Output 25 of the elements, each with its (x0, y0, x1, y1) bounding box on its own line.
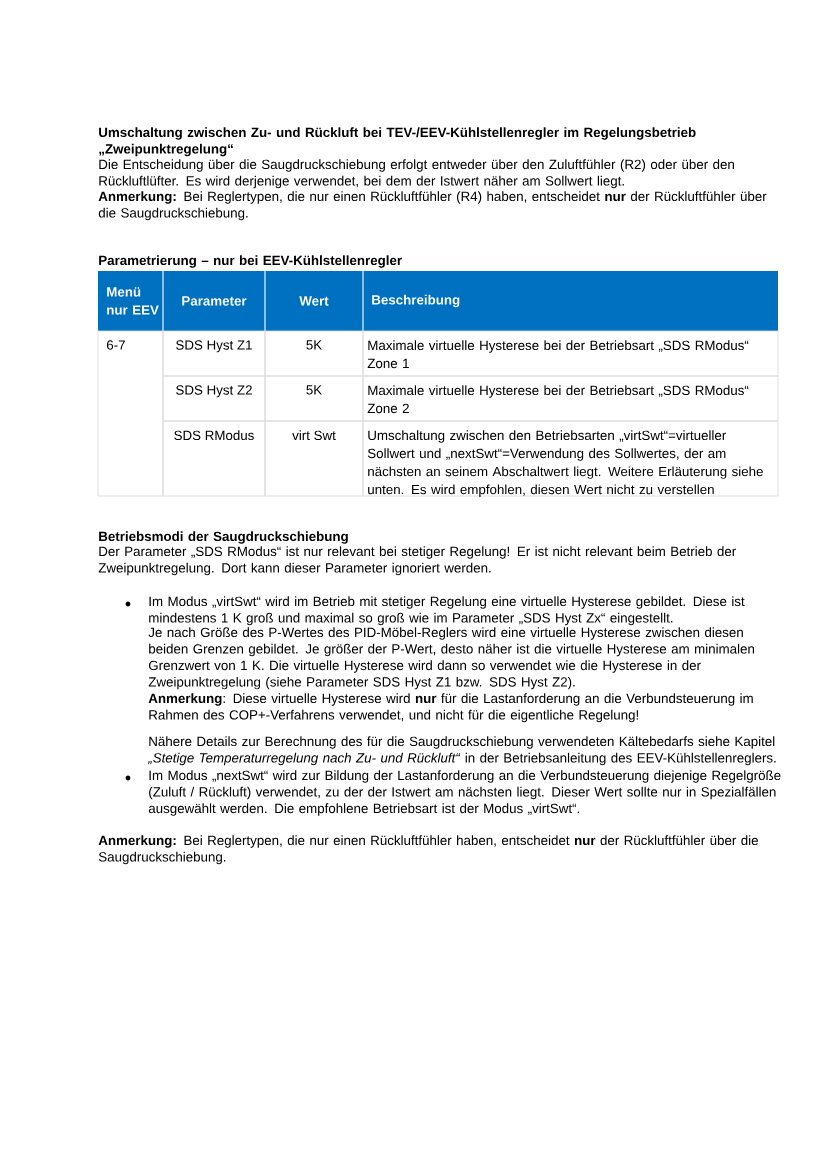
table-header-cell: Wert (264, 270, 363, 332)
table-header-cell: Parameter (162, 270, 265, 332)
list-item-text: Im Modus „virtSwt“ wird im Betrieb mit stetiger Regelung eine virtuelle Hysterese gebildet. Diese ist mindestens 1 K groß und maximal so groß wie im Parameter „SDS Hyst Zx“ eingestellt. (149, 596, 745, 626)
table-cell: Maximale virtuelle Hysterese bei der Betriebsart „SDS RModus“ Zone 1 (362, 330, 779, 377)
table-cell: SDS Hyst Z2 (162, 375, 266, 422)
note: Anmerkung: Bei Reglertypen, die nur einen Rückluftfühler (R4) haben, entscheidet nur der Rückluftfühler über die Saugdruckschiebung. (98, 191, 767, 221)
table-cell: 5K (264, 330, 364, 377)
table-cell: SDS RModus (162, 420, 266, 497)
note: Anmerkung: Bei Reglertypen, die nur einen Rückluftfühler haben, entscheidet nur der Rückluftfühler über die Saugdruckschiebung. (98, 835, 758, 865)
table-header-cell: Menü nur EEV (98, 271, 163, 331)
heading: Parametrierung – nur bei EEV-Kühlstellenregler (99, 255, 402, 268)
paragraph: Der Parameter „SDS RModus“ ist nur relevant bei stetiger Regelung! Er ist nicht relevant beim Betrieb der Zweipunktregelung. Dort kann dieser Parameter ignoriert werden. (98, 546, 736, 576)
paragraph: Die Entscheidung über die Saugdruckschiebung erfolgt entweder über den Zuluftfühler (R2) oder über den Rückluftlüfter. Es wird derjenige verwendet, bei dem der Istwert näher am Sollwert liegt. (99, 159, 734, 189)
table-cell: SDS Hyst Z1 (162, 330, 266, 377)
table-cell: 5K (264, 375, 364, 422)
table-cell: Maximale virtuelle Hysterese bei der Betriebsart „SDS RModus“ Zone 2 (362, 375, 779, 422)
note: Anmerkung: Diese virtuelle Hysterese wird nur für die Lastanforderung an die Verbundsteuerung im Rahmen des COP+-Verfahrens verwendet, und nicht für die eigentliche Regelung! (148, 693, 753, 723)
list-item-text: Im Modus „nextSwt“ wird zur Bildung der Lastanforderung an die Verbundsteuerung diejenige Regelgröße (Zuluft / Rückluft) verwendet, zu der der Istwert am nächsten liegt. Dieser Wert sollte nur in Spezialfällen ausgewählt werden. Die empfohlene Betriebsart ist der Modus „virtSwt“. (148, 770, 781, 816)
table-cell: 6-7 (97, 330, 164, 497)
list-item-text: Nähere Details zur Berechnung des für die Saugdruckschiebung verwendeten Kältebedarfs siehe Kapitel „Stetige Temperaturregelung nach Zu- und Rückluft“ in der Betriebsanleitung des EEV-Kühlstellenreglers. (147, 736, 776, 766)
table-cell: Umschaltung zwischen den Betriebsarten „virtSwt“=virtueller Sollwert und „nextSwt“=Verwendung des Sollwertes, der am nächsten an seinem Abschaltwert liegt. Weitere Erläuterung siehe unten. Es wird empfohlen, diesen Wert nicht zu verstellen (362, 420, 779, 497)
heading: Umschaltung zwischen Zu- und Rückluft bei TEV-/EEV-Kühlstellenregler im Regelungsbetrieb „Zweipunktregelung“ (99, 127, 696, 157)
list-item-text: Je nach Größe des P-Wertes des PID-Möbel-Reglers wird eine virtuelle Hysterese zwischen diesen beiden Grenzen gebildet. Je größer der P-Wert, desto näher ist die virtuelle Hysterese am minimalen Grenzwert von 1 K. Die virtuelle Hysterese wird dann so verwendet wie die Hysterese in der Zweipunktregelung (siehe Parameter SDS Hyst Z1 bzw. SDS Hyst Z2). (148, 627, 754, 690)
heading: Betriebsmodi der Saugdruckschiebung (99, 531, 348, 544)
table-cell: virt Swt (264, 420, 364, 497)
